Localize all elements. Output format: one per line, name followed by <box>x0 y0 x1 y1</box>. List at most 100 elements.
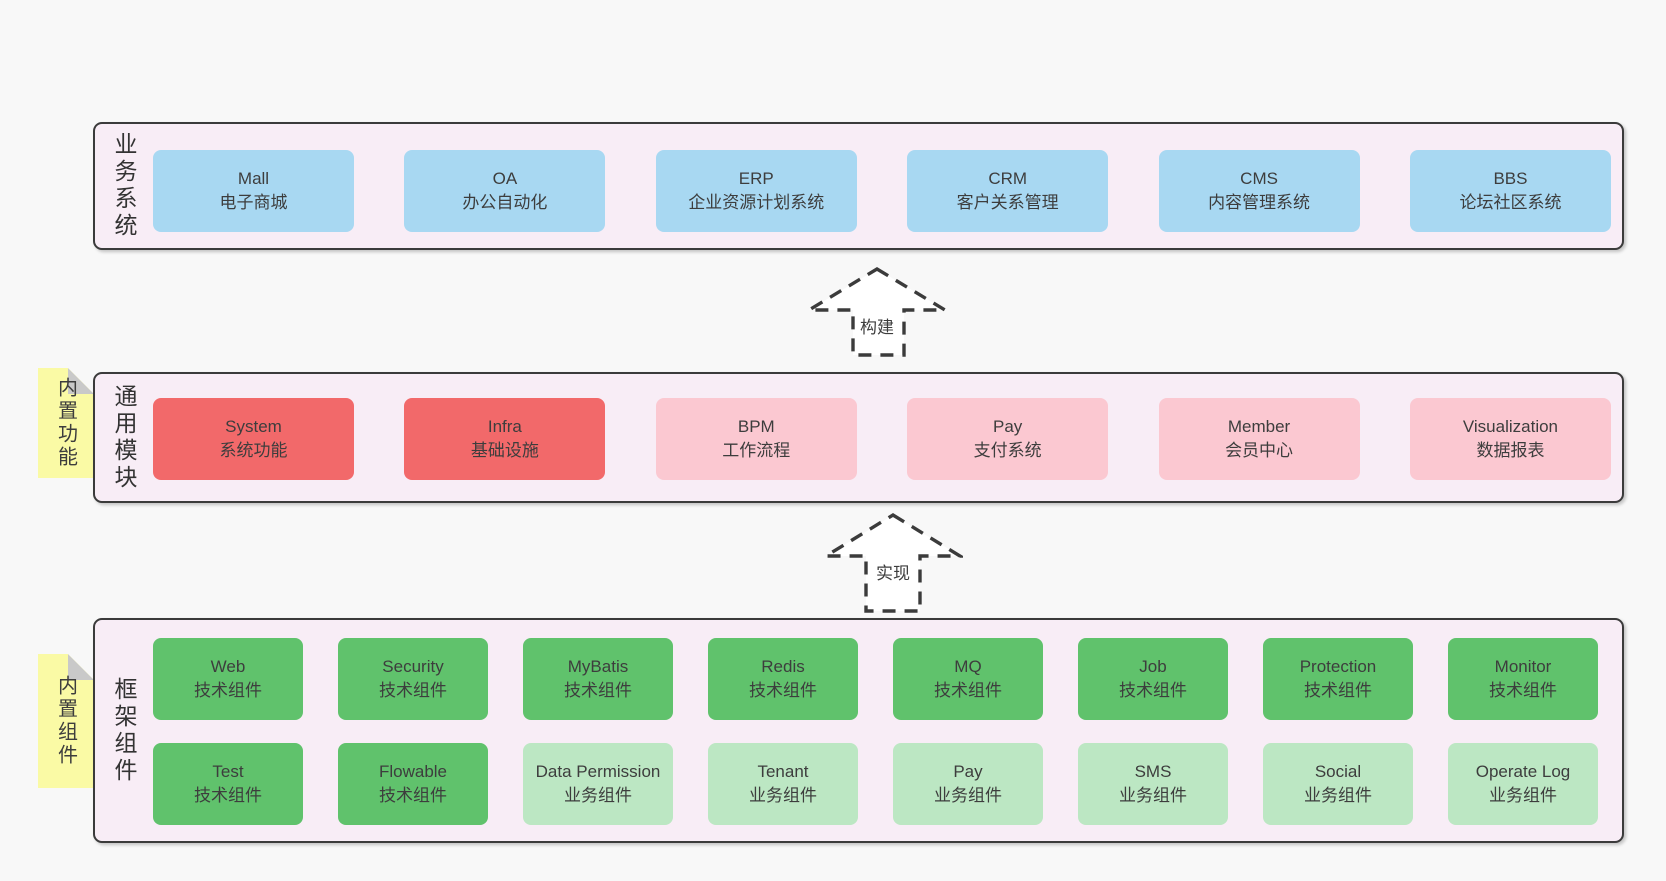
box-subtitle: 客户关系管理 <box>956 193 1059 212</box>
box-visualization: Visualization 数据报表 <box>1409 398 1611 480</box>
box-bbs: BBS 论坛社区系统 <box>1409 150 1611 232</box>
sticky-note-built-in-features: 内置功能 <box>38 368 94 478</box>
box-subtitle: 技术组件 <box>749 681 817 700</box>
build-arrow-icon <box>806 267 948 357</box>
box-sms: SMS 业务组件 <box>1078 743 1228 825</box>
box-subtitle: 技术组件 <box>379 786 447 805</box>
box-subtitle: 业务组件 <box>1489 786 1557 805</box>
box-subtitle: 内容管理系统 <box>1208 193 1311 212</box>
layer-side-label-business: 业务系统 <box>111 132 137 240</box>
box-erp: ERP 企业资源计划系统 <box>655 150 857 232</box>
box-title: BPM <box>737 417 775 436</box>
box-title: MyBatis <box>567 657 629 676</box>
box-subtitle: 基础设施 <box>470 441 539 460</box>
sticky-note-built-in-components: 内置组件 <box>38 654 94 788</box>
box-subtitle: 技术组件 <box>379 681 447 700</box>
box-subtitle: 业务组件 <box>934 786 1002 805</box>
box-subtitle: 技术组件 <box>194 786 262 805</box>
box-subtitle: 技术组件 <box>934 681 1002 700</box>
box-title: ERP <box>738 169 774 188</box>
layer-side-label-components: 框架组件 <box>111 676 137 785</box>
box-pay-component: Pay 业务组件 <box>893 743 1043 825</box>
box-title: Web <box>210 657 246 676</box>
box-crm: CRM 客户关系管理 <box>907 150 1109 232</box>
box-title: Flowable <box>378 762 448 781</box>
box-subtitle: 支付系统 <box>973 441 1042 460</box>
sticky-note-label: 内置组件 <box>54 675 77 767</box>
box-mq: MQ 技术组件 <box>893 638 1043 720</box>
layer-framework-components: 框架组件 Web 技术组件 Security 技术组件 MyBatis 技术组件… <box>93 618 1624 843</box>
box-title: Pay <box>993 417 1023 436</box>
box-system: System 系统功能 <box>153 398 354 480</box>
box-subtitle: 业务组件 <box>749 786 817 805</box>
box-subtitle: 数据报表 <box>1476 441 1545 460</box>
box-title: CMS <box>1240 169 1278 188</box>
box-subtitle: 办公自动化 <box>462 193 548 212</box>
box-mybatis: MyBatis 技术组件 <box>523 638 673 720</box>
box-pay-module: Pay 支付系统 <box>907 398 1109 480</box>
build-arrow-label: 构建 <box>860 318 894 337</box>
box-test: Test 技术组件 <box>153 743 303 825</box>
box-title: Social <box>1314 762 1362 781</box>
layer-side-label-modules: 通用模块 <box>111 383 137 492</box>
box-title: CRM <box>988 169 1028 188</box>
box-member: Member 会员中心 <box>1158 398 1360 480</box>
box-title: Pay <box>953 762 983 781</box>
implement-arrow-label: 实现 <box>876 564 910 583</box>
box-subtitle: 企业资源计划系统 <box>688 193 825 212</box>
box-subtitle: 技术组件 <box>194 681 262 700</box>
box-title: Monitor <box>1494 657 1552 676</box>
box-title: Visualization <box>1462 417 1559 436</box>
box-title: Infra <box>487 417 522 436</box>
box-title: Data Permission <box>535 762 661 781</box>
box-title: OA <box>492 169 518 188</box>
box-subtitle: 业务组件 <box>1119 786 1187 805</box>
box-title: Mall <box>237 169 270 188</box>
box-subtitle: 会员中心 <box>1225 441 1294 460</box>
box-title: System <box>225 417 282 436</box>
box-title: SMS <box>1134 762 1172 781</box>
box-job: Job 技术组件 <box>1078 638 1228 720</box>
box-web: Web 技术组件 <box>153 638 303 720</box>
box-title: Operate Log <box>1475 762 1571 781</box>
components-box-row-1: Web 技术组件 Security 技术组件 MyBatis 技术组件 Redi… <box>153 638 1598 720</box>
box-monitor: Monitor 技术组件 <box>1448 638 1598 720</box>
box-data-permission: Data Permission 业务组件 <box>523 743 673 825</box>
box-title: Test <box>212 762 244 781</box>
modules-box-row: System 系统功能 Infra 基础设施 BPM 工作流程 Pay 支付系统… <box>153 398 1611 480</box>
box-subtitle: 论坛社区系统 <box>1459 193 1562 212</box>
box-social: Social 业务组件 <box>1263 743 1413 825</box>
box-title: Protection <box>1299 657 1377 676</box>
box-title: Tenant <box>757 762 809 781</box>
box-infra: Infra 基础设施 <box>404 398 606 480</box>
box-subtitle: 技术组件 <box>564 681 632 700</box>
box-mall: Mall 电子商城 <box>153 150 354 232</box>
box-subtitle: 系统功能 <box>219 441 288 460</box>
box-title: Redis <box>761 657 805 676</box>
box-bpm: BPM 工作流程 <box>655 398 857 480</box>
box-title: Security <box>382 657 444 676</box>
layer-business-systems: 业务系统 Mall 电子商城 OA 办公自动化 ERP 企业资源计划系统 CRM… <box>93 122 1624 250</box>
box-security: Security 技术组件 <box>338 638 488 720</box>
components-box-row-2: Test 技术组件 Flowable 技术组件 Data Permission … <box>153 743 1598 825</box>
box-subtitle: 电子商城 <box>219 193 288 212</box>
business-box-row: Mall 电子商城 OA 办公自动化 ERP 企业资源计划系统 CRM 客户关系… <box>153 150 1611 232</box>
box-subtitle: 业务组件 <box>1304 786 1372 805</box>
box-protection: Protection 技术组件 <box>1263 638 1413 720</box>
box-title: MQ <box>954 657 982 676</box>
implement-arrow-icon <box>823 513 963 613</box>
box-subtitle: 业务组件 <box>564 786 632 805</box>
box-title: BBS <box>1493 169 1528 188</box>
box-oa: OA 办公自动化 <box>404 150 606 232</box>
box-title: Member <box>1227 417 1291 436</box>
box-subtitle: 技术组件 <box>1489 681 1557 700</box>
box-flowable: Flowable 技术组件 <box>338 743 488 825</box>
box-subtitle: 工作流程 <box>722 441 791 460</box>
box-cms: CMS 内容管理系统 <box>1158 150 1360 232</box>
box-tenant: Tenant 业务组件 <box>708 743 858 825</box>
box-subtitle: 技术组件 <box>1119 681 1187 700</box>
box-redis: Redis 技术组件 <box>708 638 858 720</box>
box-title: Job <box>1139 657 1167 676</box>
sticky-note-label: 内置功能 <box>54 377 77 469</box>
